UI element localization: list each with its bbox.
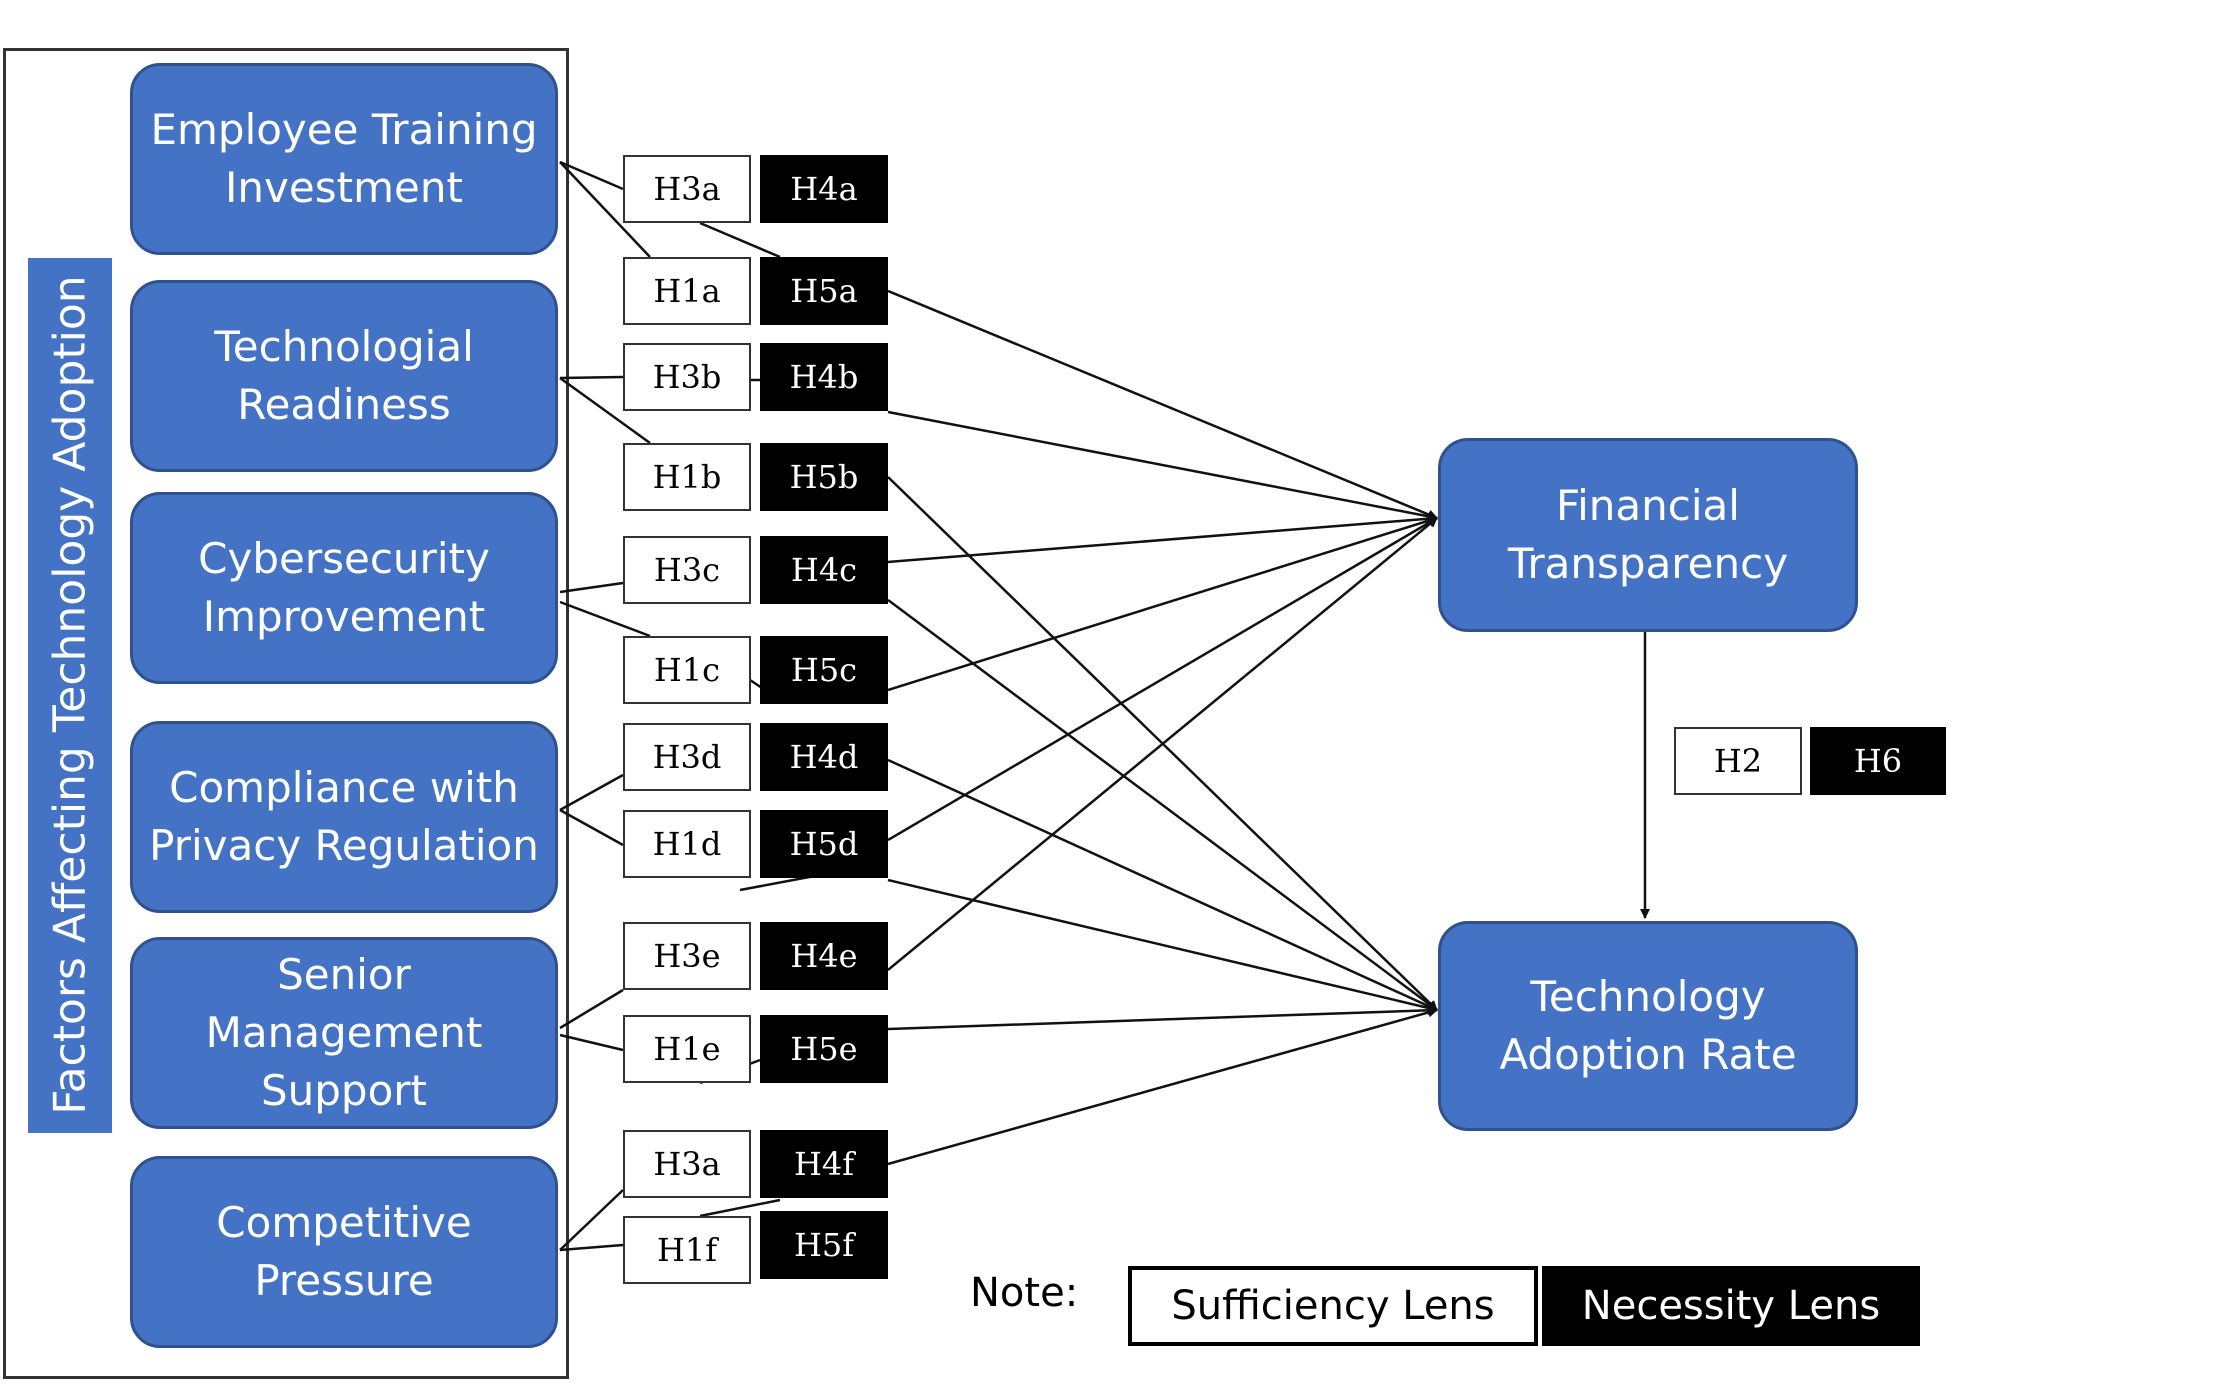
arrow-to-financial [887,513,1438,564]
arrow-to-adoption [887,476,1438,1011]
outcome-financial-transparency: Financial Transparency [1438,438,1858,632]
factor-employee-training: Employee Training Investment [130,63,558,255]
fan-line [559,600,651,638]
hyp-necessity: H5f [760,1211,888,1279]
hyp-necessity: H4a [760,155,888,223]
hyp-necessity: H5b [760,443,888,511]
hyp-sufficiency: H3b [623,343,751,411]
hyp-sufficiency: H3a [623,1130,751,1198]
hyp-necessity: H4c [760,536,888,604]
hyp-necessity: H5d [760,810,888,878]
fan-line [559,988,624,1030]
arrow-to-financial [887,289,1438,520]
outcome-technology-adoption-rate: Technology Adoption Rate [1438,921,1858,1131]
hyp-necessity: H4d [760,723,888,791]
fan-line [559,1243,624,1252]
fan-line [559,376,651,445]
hyp-sufficiency: H1b [623,443,751,511]
arrow-to-adoption [887,878,1438,1013]
legend-sufficiency: Sufficiency Lens [1128,1266,1538,1346]
hyp-necessity: H5a [760,257,888,325]
factors-frame [3,48,569,1379]
hyp-sufficiency: H1c [623,636,751,704]
hyp-sufficiency: H3d [623,723,751,791]
hyp-sufficiency: H1d [623,810,751,878]
hyp-sufficiency: H1e [623,1015,751,1083]
fan-line [559,1033,624,1052]
arrow-to-adoption [887,598,1438,1012]
fan-line [559,773,624,812]
fan-line [559,160,624,191]
hyp-sufficiency: H1a [623,257,751,325]
hyp-h6: H6 [1810,727,1946,795]
factor-competitive-pressure: Competitive Pressure [130,1156,558,1348]
hyp-necessity: H4e [760,922,888,990]
arrow-to-adoption [887,1005,1438,1031]
hyp-necessity: H4b [760,343,888,411]
arrow-to-financial [887,410,1438,522]
hyp-necessity: H4f [760,1130,888,1198]
hyp-necessity: H5c [760,636,888,704]
arrow-to-financial [887,515,1438,692]
hyp-h2: H2 [1674,727,1802,795]
hyp-necessity: H5e [760,1015,888,1083]
hyp-sufficiency: H3a [623,155,751,223]
legend-necessity: Necessity Lens [1542,1266,1920,1346]
factor-senior-management: Senior Management Support [130,937,558,1129]
fan-line [559,581,624,594]
factor-technological-readiness: Technologial Readiness [130,280,558,472]
factor-cybersecurity: Cybersecurity Improvement [130,492,558,684]
fan-line [559,161,651,258]
hyp-sufficiency: H3e [623,922,751,990]
hyp-sufficiency: H3c [623,536,751,604]
hyp-sufficiency: H1f [623,1216,751,1284]
factor-privacy-compliance: Compliance with Privacy Regulation [130,721,558,913]
note-label: Note: [970,1270,1079,1316]
fan-line [699,221,781,259]
arrow-to-financial [887,516,1438,842]
fan-line [559,375,624,380]
fan-line [699,1198,781,1218]
arrow-to-adoption [887,1007,1438,1166]
fan-line [559,808,624,847]
side-label-bar: Factors Affecting Technology Adoption [28,258,112,1133]
fan-line [559,1189,624,1251]
arrow-to-adoption [887,758,1438,1012]
